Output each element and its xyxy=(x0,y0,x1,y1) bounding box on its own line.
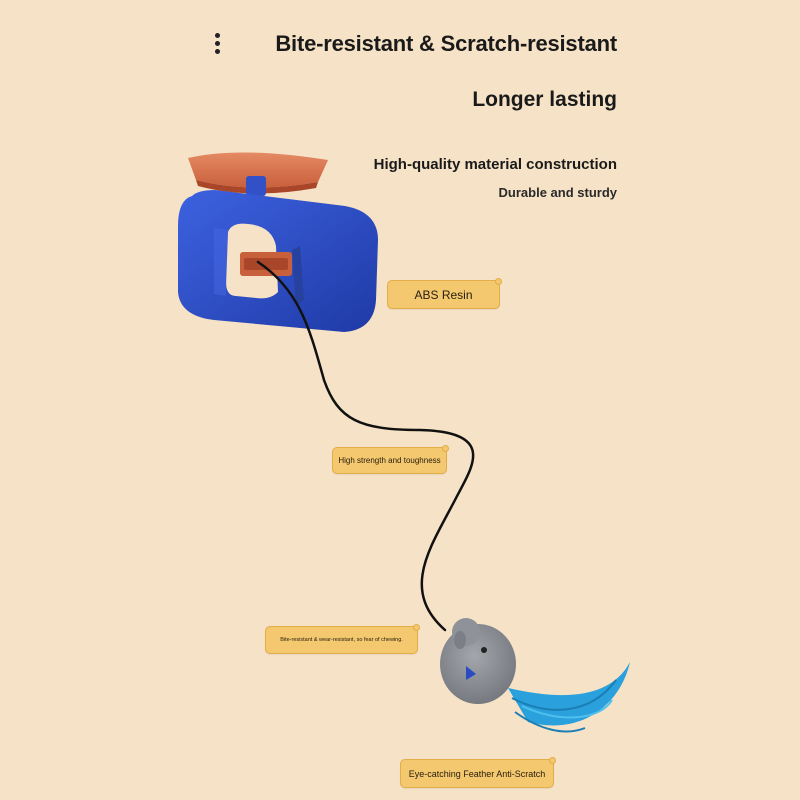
feature-subtitle: Durable and sturdy xyxy=(498,185,617,200)
callout-label: Eye-catching Feather Anti-Scratch xyxy=(408,768,546,779)
feature-title: High-quality material construction xyxy=(373,156,617,173)
callout-abs-resin: ABS Resin xyxy=(387,278,502,309)
toy-housing xyxy=(178,190,378,332)
headline: Bite-resistant & Scratch-resistant xyxy=(275,31,617,56)
callout-bite-resistant: Bite-resistant & wear-resistant, so fear… xyxy=(265,624,420,654)
callout-dot xyxy=(413,624,420,631)
plush-mouse xyxy=(440,618,516,704)
callout-strength: High strength and toughness xyxy=(332,445,449,474)
callout-dot xyxy=(549,757,556,764)
callout-label: Bite-resistant & wear-resistant, so fear… xyxy=(280,637,403,643)
string-cord xyxy=(256,260,475,632)
callout-dot xyxy=(442,445,449,452)
callout-dot xyxy=(495,278,502,285)
subheadline: Longer lasting xyxy=(472,88,617,111)
feather-tail xyxy=(508,662,630,733)
mount-plate xyxy=(188,152,328,196)
callout-label: ABS Resin xyxy=(414,287,473,302)
callout-label: High strength and toughness xyxy=(338,456,441,465)
more-options-icon[interactable] xyxy=(211,31,225,57)
callout-feather: Eye-catching Feather Anti-Scratch xyxy=(400,757,556,788)
